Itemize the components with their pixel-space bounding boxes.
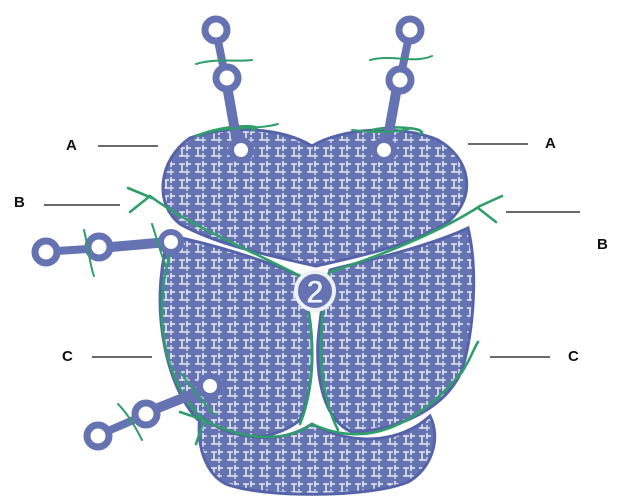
callout-a-left: A [66,137,77,154]
callout-a-right: A [545,135,556,152]
center-marker-label: 2 [306,274,324,310]
callout-c-right: C [568,348,579,365]
callout-b-right: B [597,236,608,253]
callout-c-left: C [62,348,73,365]
center-marker-ring: 2 [296,272,334,310]
callout-b-left: B [14,194,25,211]
left-lower-mesh-panel [160,236,312,437]
